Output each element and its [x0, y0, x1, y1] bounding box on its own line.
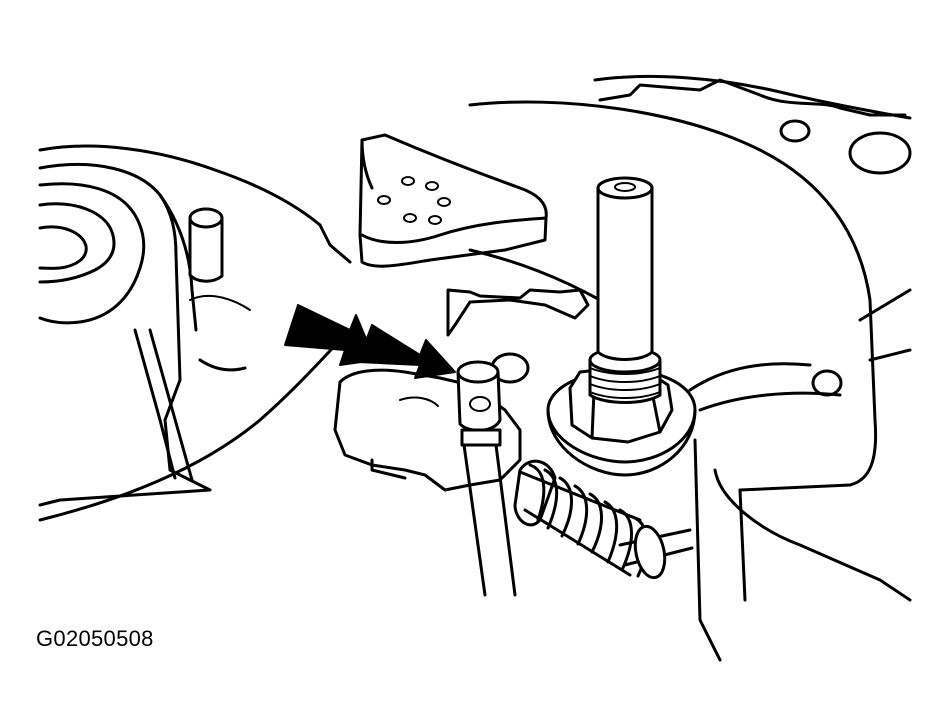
pointer-arrow-icon: [284, 304, 376, 366]
coil-spring: [513, 459, 694, 580]
accumulator-pin: [456, 360, 502, 447]
pointer-arrow-icon: [357, 324, 456, 379]
tool-rod: [462, 443, 517, 597]
figure-code: G02050508: [36, 626, 154, 651]
accumulator-plate: [358, 133, 548, 268]
case-housing-left: [38, 144, 352, 522]
housing-post: [188, 207, 224, 283]
bracket-tab: [446, 248, 602, 337]
case-wall-right: [468, 74, 912, 662]
bolt-circle: [377, 176, 451, 225]
piston-shaft: [596, 176, 654, 361]
